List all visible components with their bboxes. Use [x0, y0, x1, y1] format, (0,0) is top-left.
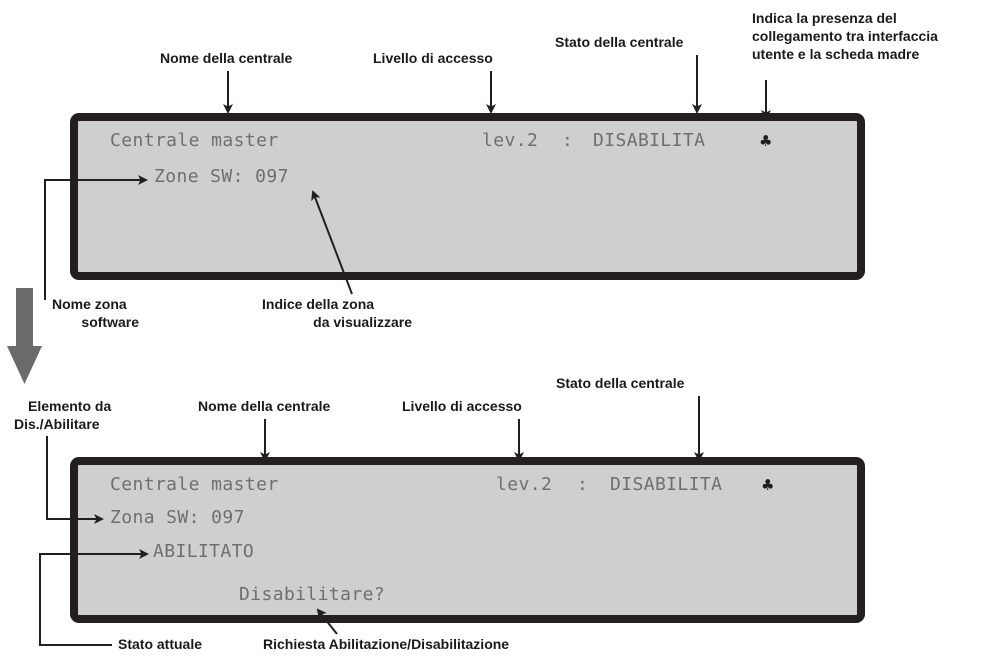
lcd-display-2	[70, 457, 865, 623]
lcd2-panel-name: Centrale master	[110, 474, 279, 495]
lcd2-zone-text: Zona SW: 097	[110, 507, 245, 528]
arrow-zone-index	[311, 190, 353, 295]
label-zone-index-line-1: Indice della zona	[262, 296, 375, 312]
label-element-line-1: Elemento da	[28, 398, 112, 414]
lcd1-panel-name: Centrale master	[110, 130, 279, 151]
label-access-level-2: Livello di accesso	[402, 398, 522, 414]
lcd-display-1	[70, 113, 865, 280]
label-zone-name-line-2: software	[81, 314, 139, 330]
arrow-request	[316, 608, 338, 635]
label-link-line-2: collegamento tra interfaccia	[752, 28, 938, 44]
label-current-state: Stato attuale	[118, 636, 203, 652]
label-access-level-1: Livello di accesso	[373, 50, 493, 66]
flow-down-arrow	[7, 288, 42, 384]
lcd2-access-level: lev.2	[496, 474, 553, 495]
label-enable-disable-request: Richiesta Abilitazione/Disabilitazione	[263, 636, 510, 652]
label-panel-state-1: Stato della centrale	[555, 34, 684, 50]
lcd1-panel-state: DISABILITA	[593, 130, 706, 151]
label-zone-name-line-1: Nome zona	[52, 296, 127, 312]
lcd1-zone-text: Zone SW: 097	[154, 166, 289, 187]
label-panel-state-2: Stato della centrale	[556, 375, 685, 391]
label-link-line-3: utente e la scheda madre	[752, 46, 920, 62]
label-link-line-1: Indica la presenza del	[752, 10, 897, 26]
lcd2-connection-icon: ♣	[761, 476, 775, 494]
label-element-line-2: Dis./Abilitare	[14, 416, 100, 432]
lcd2-current-state: ABILITATO	[153, 541, 255, 562]
leader-current-state	[39, 549, 149, 646]
lcd2-panel-state: DISABILITA	[610, 474, 723, 495]
lcd2-question: Disabilitare?	[239, 584, 386, 605]
leader-element	[46, 436, 104, 524]
label-panel-name-1: Nome della centrale	[160, 50, 293, 66]
lcd1-connection-icon: ♣	[759, 132, 773, 150]
label-zone-index-line-2: da visualizzare	[313, 314, 412, 330]
label-panel-name-2: Nome della centrale	[198, 398, 331, 414]
leader-zone-name	[44, 175, 148, 300]
lcd1-access-level: lev.2	[482, 130, 539, 151]
lcd1-separator: :	[562, 130, 574, 151]
lcd2-separator: :	[577, 474, 589, 495]
